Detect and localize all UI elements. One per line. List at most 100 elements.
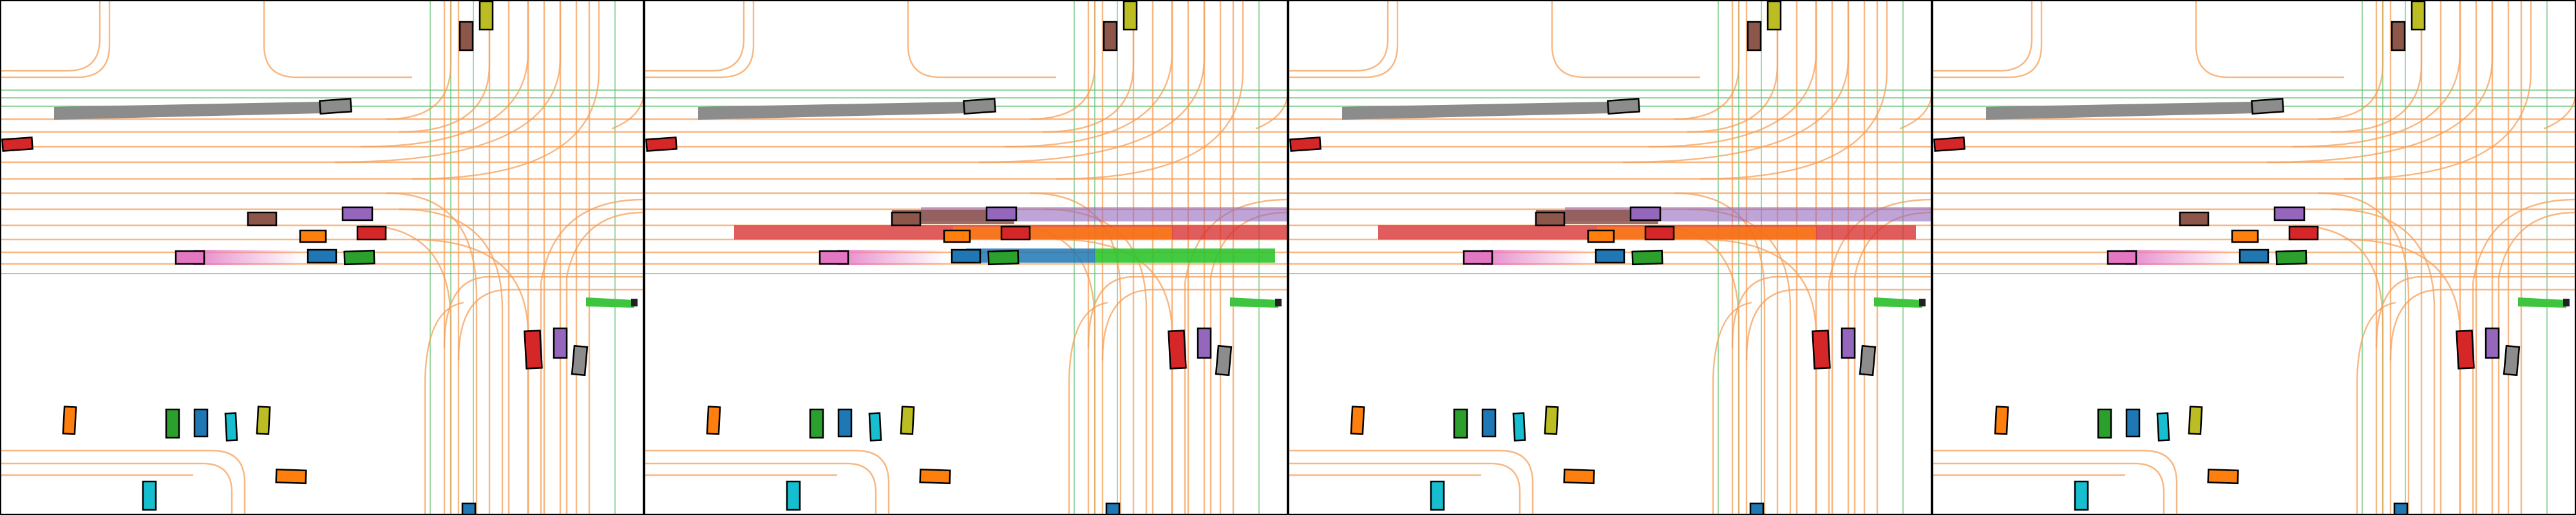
- agent-vehicle: [2391, 21, 2406, 52]
- agent-vehicle: [1812, 330, 1831, 370]
- panel-content: [0, 0, 644, 515]
- lane-centerline: [2195, 0, 2344, 79]
- lane-centerline: [0, 0, 101, 72]
- lane-centerline: [2375, 276, 2576, 348]
- agent-vehicle: [2485, 327, 2500, 359]
- agent-vehicle: [1430, 480, 1445, 511]
- scene-panel-3: [1288, 0, 1932, 515]
- lane-centerline: [386, 192, 478, 515]
- agent-vehicle: [553, 327, 568, 359]
- agent-vehicle: [1103, 21, 1118, 52]
- lane-centerline: [2318, 192, 2410, 515]
- lane-centerline: [644, 0, 755, 79]
- panel-content: [1932, 0, 2576, 515]
- lane-centerline: [1648, 0, 1817, 148]
- agent-vehicle: [2179, 211, 2210, 227]
- agent-vehicle: [1168, 330, 1187, 370]
- agent-vehicle: [2074, 480, 2089, 511]
- agent-vehicle: [2393, 502, 2409, 515]
- lane-centerline: [334, 0, 562, 164]
- agent-vehicle: [571, 344, 589, 377]
- lane-centerline: [2389, 288, 2576, 361]
- agent-vehicle: [985, 206, 1018, 221]
- agent-vehicle: [1000, 225, 1031, 241]
- predicted-trajectory: [1597, 227, 1816, 239]
- lane-centerline: [1932, 449, 2178, 515]
- lane-centerline: [1288, 0, 1389, 72]
- predicted-trajectory: [953, 227, 1172, 239]
- lane-centerline: [1828, 198, 1932, 515]
- agent-vehicle: [478, 0, 494, 31]
- agent-vehicle: [631, 299, 638, 306]
- agent-trail: [2518, 297, 2566, 308]
- agent-vehicle: [1607, 98, 1640, 115]
- agent-vehicle: [142, 480, 157, 511]
- agent-vehicle: [2188, 406, 2203, 435]
- agent-trail: [2125, 250, 2235, 265]
- agent-vehicle: [1841, 327, 1856, 359]
- lane-centerline: [1184, 198, 1288, 515]
- lane-centerline: [2344, 0, 2532, 180]
- agent-vehicle: [891, 211, 922, 227]
- agent-vehicle: [319, 98, 352, 115]
- agent-vehicle: [1350, 406, 1365, 435]
- agent-trail: [698, 102, 966, 120]
- lane-centerline: [978, 0, 1206, 164]
- lane-centerline: [644, 449, 890, 515]
- lane-centerline: [1056, 238, 1173, 515]
- lane-centerline: [1674, 0, 1740, 120]
- lane-centerline: [2292, 0, 2461, 148]
- lane-centerline: [2331, 208, 2436, 515]
- scene-panel-1: [0, 0, 644, 515]
- lane-centerline: [1288, 449, 1534, 515]
- agent-vehicle: [1587, 229, 1615, 243]
- lane-centerline: [1056, 0, 1244, 180]
- lane-centerline: [412, 0, 600, 180]
- agent-vehicle: [2207, 468, 2239, 485]
- agent-vehicle: [963, 98, 996, 115]
- agent-vehicle: [1544, 406, 1559, 435]
- lane-centerline: [1674, 192, 1766, 515]
- lane-centerline: [1043, 0, 1135, 133]
- lane-centerline: [412, 238, 529, 515]
- lane-centerline: [2266, 0, 2494, 164]
- agent-vehicle: [275, 468, 307, 485]
- agent-vehicle: [1749, 502, 1765, 515]
- lane-centerline: [1687, 0, 1779, 133]
- panel-content: [644, 0, 1288, 515]
- lane-centerline: [399, 208, 504, 515]
- agent-vehicle: [307, 248, 337, 264]
- lane-centerline: [1087, 276, 1288, 348]
- agent-vehicle: [524, 330, 543, 370]
- agent-vehicle: [1105, 502, 1121, 515]
- agent-vehicle: [868, 412, 882, 442]
- agent-vehicle: [1933, 136, 1965, 152]
- agent-vehicle: [900, 406, 915, 435]
- lane-centerline: [457, 288, 644, 361]
- lane-centerline: [907, 0, 1056, 79]
- predicted-trajectory: [966, 248, 1095, 263]
- agent-vehicle: [341, 206, 374, 221]
- lane-centerline: [540, 198, 644, 515]
- agent-vehicle: [706, 406, 721, 435]
- lane-centerline: [424, 301, 464, 515]
- agent-vehicle: [1994, 406, 2009, 435]
- agent-vehicle: [1289, 136, 1321, 152]
- lane-centerline: [1030, 192, 1122, 515]
- lane-centerline: [443, 276, 644, 348]
- lane-centerline: [0, 449, 246, 515]
- agent-vehicle: [2107, 250, 2137, 265]
- agent-vehicle: [1481, 408, 1497, 438]
- agent-vehicle: [2273, 206, 2306, 221]
- agent-vehicle: [247, 211, 278, 227]
- lane-centerline: [1932, 0, 2043, 79]
- agent-vehicle: [2288, 225, 2319, 241]
- agent-trail: [193, 250, 303, 265]
- agent-vehicle: [193, 408, 209, 438]
- agent-vehicle: [2239, 248, 2269, 264]
- agent-vehicle: [1215, 344, 1233, 377]
- agent-vehicle: [2275, 249, 2307, 266]
- agent-vehicle: [1512, 412, 1526, 442]
- lane-centerline: [2318, 0, 2384, 120]
